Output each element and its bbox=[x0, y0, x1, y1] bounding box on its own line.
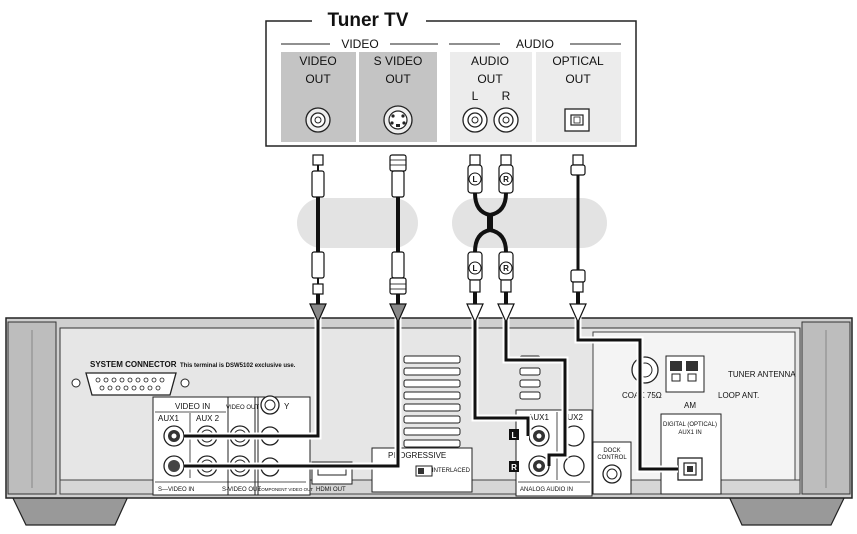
component-y-label: Y bbox=[284, 402, 290, 411]
tv-audio-out-label-2: OUT bbox=[477, 72, 503, 86]
video-group-label: VIDEO bbox=[341, 37, 378, 51]
svg-text:L: L bbox=[473, 175, 478, 184]
component-video-out-label: COMPONENT VIDEO OUT bbox=[258, 487, 313, 492]
tv-optical-out-jack[interactable] bbox=[564, 108, 590, 132]
vent-grill bbox=[403, 355, 541, 448]
svideo-cable bbox=[389, 154, 407, 295]
video-cable bbox=[311, 154, 325, 295]
dock-control: DOCK CONTROL bbox=[592, 441, 632, 495]
channel-r-label: R bbox=[511, 463, 517, 472]
plug-r-badge-bottom: R bbox=[499, 261, 513, 275]
tv-audio-l-label: L bbox=[472, 89, 479, 103]
tv-svideo-out-jack[interactable] bbox=[383, 105, 413, 135]
audio-cable-band bbox=[452, 198, 607, 248]
tv-svideo-out-label-2: OUT bbox=[385, 72, 411, 86]
arrows bbox=[309, 303, 587, 324]
aux1-optical-in-jack[interactable] bbox=[677, 457, 703, 481]
video-cable-band bbox=[297, 198, 418, 248]
aux1-video-in-jack[interactable] bbox=[163, 425, 185, 447]
digital-optical-in: DIGITAL (OPTICAL) AUX1 IN bbox=[660, 413, 722, 495]
plug-l-badge-top: L bbox=[468, 172, 482, 186]
system-connector-pins bbox=[95, 377, 165, 391]
dock-label-1: DOCK bbox=[603, 448, 620, 454]
system-connector-note: This terminal is DSW5102 exclusive use. bbox=[180, 363, 296, 369]
tv-svideo-out-label-1: S VIDEO bbox=[374, 54, 423, 68]
plug-l-badge-bottom: L bbox=[468, 261, 482, 275]
channel-l-label: L bbox=[512, 431, 517, 440]
digital-optical-label-2: AUX1 IN bbox=[678, 430, 701, 436]
connection-paths bbox=[184, 300, 678, 473]
aux1-svideo-in-jack[interactable] bbox=[163, 455, 185, 477]
tv-optical-out-label-2: OUT bbox=[565, 72, 591, 86]
tv-optical-out-label-1: OPTICAL bbox=[552, 54, 604, 68]
tv-audio-out-label-1: AUDIO bbox=[471, 54, 509, 68]
system-connector: SYSTEM CONNECTOR This terminal is DSW510… bbox=[71, 360, 296, 396]
tv-title: Tuner TV bbox=[328, 10, 409, 31]
svideo-out-label: S-VIDEO OUT bbox=[222, 487, 261, 493]
aux1-video-label: AUX1 bbox=[158, 414, 179, 423]
tuner-antenna-label: TUNER ANTENNA bbox=[728, 370, 796, 379]
video-out-label: VIDEO OUT bbox=[226, 405, 259, 411]
progressive-label: PROGRESSIVE bbox=[388, 451, 446, 460]
aux1-audio-l-jack[interactable] bbox=[528, 425, 550, 447]
optical-cable bbox=[570, 154, 586, 293]
hdmi-out-label: HDMI OUT bbox=[316, 487, 346, 493]
progressive-switch[interactable]: PROGRESSIVE INTERLACED bbox=[371, 447, 473, 493]
analog-audio-in-label: ANALOG AUDIO IN bbox=[520, 487, 573, 493]
svg-text:R: R bbox=[503, 175, 509, 184]
plug-r-badge-top: R bbox=[499, 172, 513, 186]
interlaced-label: INTERLACED bbox=[432, 468, 471, 474]
aux2-audio-label: AUX2 bbox=[562, 413, 583, 422]
tv-video-out-jack[interactable] bbox=[305, 107, 331, 133]
system-connector-label: SYSTEM CONNECTOR bbox=[90, 360, 177, 369]
tv-video-out-label-2: OUT bbox=[305, 72, 331, 86]
aux1-audio-label: AUX1 bbox=[528, 413, 549, 422]
loop-ant-label: LOOP ANT. bbox=[718, 391, 759, 400]
aux1-audio-r-jack[interactable] bbox=[528, 455, 550, 477]
tuner-tv-panel: Tuner TV VIDEO AUDIO VIDEO OUT S VIDEO O… bbox=[265, 6, 637, 147]
svg-text:R: R bbox=[503, 264, 509, 273]
video-input-block: VIDEO IN VIDEO OUT AUX1 AUX 2 Y bbox=[152, 395, 313, 496]
aux2-video-label: AUX 2 bbox=[196, 414, 220, 423]
tv-audio-l-jack[interactable] bbox=[462, 107, 488, 133]
svideo-in-label: S—VIDEO IN bbox=[158, 487, 194, 493]
am-label: AM bbox=[684, 401, 696, 410]
tv-audio-r-jack[interactable] bbox=[493, 107, 519, 133]
video-in-label: VIDEO IN bbox=[175, 402, 210, 411]
audio-group-label: AUDIO bbox=[516, 37, 554, 51]
plug-tips bbox=[316, 292, 580, 304]
tv-audio-r-label: R bbox=[502, 89, 511, 103]
digital-optical-label-1: DIGITAL (OPTICAL) bbox=[663, 422, 717, 428]
svg-text:L: L bbox=[473, 264, 478, 273]
tv-video-out-label-1: VIDEO bbox=[299, 54, 336, 68]
dock-label-2: CONTROL bbox=[597, 455, 627, 461]
